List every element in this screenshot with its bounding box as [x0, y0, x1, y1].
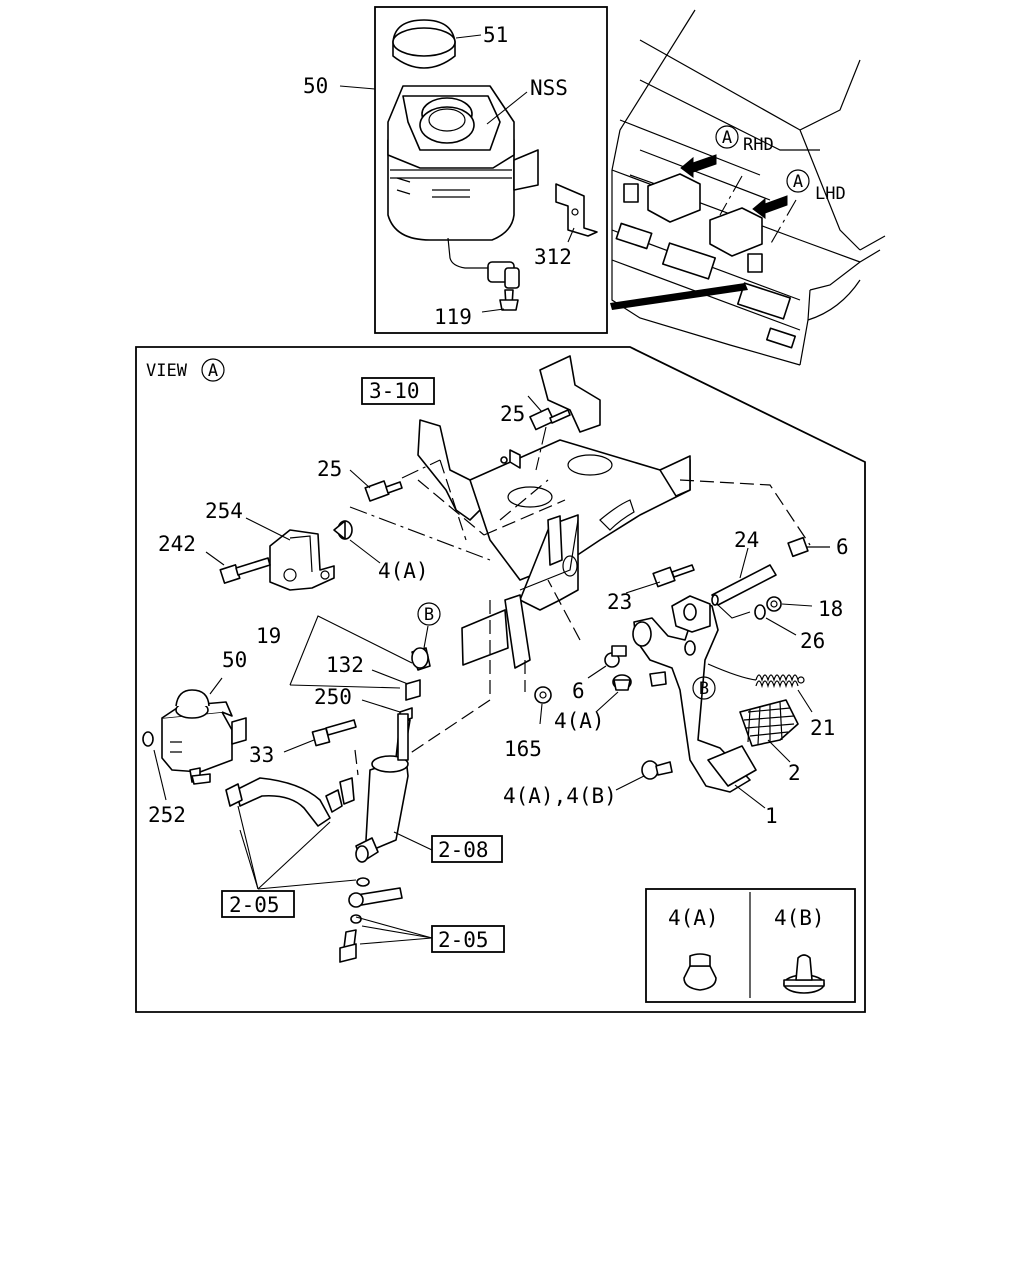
callout-4a-mid: 4(A): [554, 709, 605, 733]
view-a-frame: [135, 346, 866, 1013]
nut-165: [534, 686, 552, 704]
bolt-6-right: [787, 536, 830, 558]
callout-119: 119: [434, 305, 472, 329]
lhd-label: LHD: [815, 184, 846, 204]
marker-b-pedal-letter: B: [699, 679, 709, 699]
callout-312: 312: [534, 245, 572, 269]
callout-4a-left: 4(A): [378, 559, 429, 583]
callout-50-low: 50: [222, 648, 247, 672]
rhd-arrow: [680, 154, 717, 178]
callout-25-top: 25: [500, 402, 525, 426]
ref-box-2-05-right: [431, 925, 505, 953]
callout-254: 254: [205, 499, 243, 523]
bolt-23: [652, 564, 695, 588]
legend-label-4b: 4(B): [774, 906, 825, 930]
callout-2-08: 2-08: [438, 838, 489, 862]
view-label: VIEW: [146, 361, 188, 381]
callout-18: 18: [818, 597, 843, 621]
lhd-arrow: [752, 195, 788, 219]
stopper-4a4b: [641, 760, 673, 780]
bolt-25-mid: [364, 480, 403, 502]
legend-label-4a: 4(A): [668, 906, 719, 930]
callout-nss: NSS: [530, 76, 568, 100]
lhd-marker-letter: A: [793, 172, 803, 192]
bolt-25-top: [529, 407, 571, 431]
marker-b-hose: B: [417, 602, 441, 626]
clutch-pedal: [632, 595, 757, 793]
stopper-4a-mid: [612, 674, 632, 691]
reservoir-small: [161, 689, 247, 785]
view-marker: A: [208, 361, 218, 381]
ref-box-3-10: [361, 377, 435, 405]
rhd-marker: A RHD: [715, 125, 774, 155]
callout-labels: 51 50 NSS 312 119 3-10 25 25 254 242 4(A…: [148, 23, 849, 952]
view-pointer: [610, 283, 748, 310]
callout-51: 51: [483, 23, 508, 47]
callout-4a-4b: 4(A),4(B): [503, 784, 617, 808]
view-a-title: VIEW A: [146, 358, 225, 382]
callout-3-10: 3-10: [369, 379, 420, 403]
callout-2: 2: [788, 761, 801, 785]
callout-2-05-right: 2-05: [438, 928, 489, 952]
callout-24: 24: [734, 528, 759, 552]
bracket-312: [555, 183, 598, 237]
rhd-label: RHD: [743, 135, 774, 155]
reservoir-tank: [387, 85, 539, 311]
marker-b-hose-letter: B: [424, 605, 434, 625]
bolt-242: [219, 557, 271, 584]
washer-26: [754, 604, 766, 620]
clutch-cylinder: [339, 713, 409, 863]
callout-165: 165: [504, 737, 542, 761]
bolt-6-mid: [604, 645, 627, 668]
callout-252: 252: [148, 803, 186, 827]
pedal-pad: [739, 699, 799, 747]
stopper-legend: [645, 888, 856, 1003]
callout-6-mid: 6: [572, 679, 585, 703]
callout-6-right: 6: [836, 535, 849, 559]
reservoir-hose: [225, 777, 343, 827]
pedal-bracket: [417, 355, 691, 669]
ref-box-2-08: [431, 835, 503, 863]
callout-132: 132: [326, 653, 364, 677]
rhd-marker-letter: A: [722, 128, 732, 148]
callout-33: 33: [249, 743, 274, 767]
washer-252: [142, 731, 154, 747]
callout-26: 26: [800, 629, 825, 653]
ref-box-2-05-left: [221, 890, 295, 918]
callout-50-top: 50: [303, 74, 328, 98]
callout-25-mid: 25: [317, 457, 342, 481]
return-spring: [707, 663, 805, 689]
callout-242: 242: [158, 532, 196, 556]
callout-1: 1: [765, 804, 778, 828]
lhd-marker: A LHD: [786, 169, 846, 204]
reservoir-cap: [392, 19, 456, 69]
cab-locator: [610, 9, 886, 366]
callout-2-05-left: 2-05: [229, 893, 280, 917]
bolt-33: [311, 719, 357, 747]
marker-b-pedal: B: [692, 676, 716, 700]
cylinder-fittings: [339, 877, 403, 963]
nut-18: [766, 596, 782, 612]
callout-21: 21: [810, 716, 835, 740]
callout-19: 19: [256, 624, 281, 648]
reservoir-inset: [339, 6, 608, 334]
pin-24: [711, 564, 777, 606]
callout-23: 23: [607, 590, 632, 614]
callout-250: 250: [314, 685, 352, 709]
bracket-254: [269, 520, 353, 591]
